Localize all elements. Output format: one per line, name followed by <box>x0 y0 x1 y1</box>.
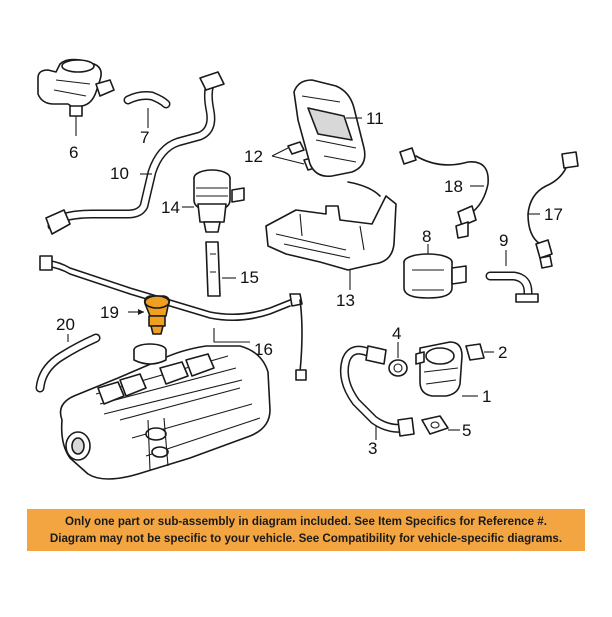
callout-7: 7 <box>140 128 149 147</box>
part-3-egr-tube <box>339 345 415 440</box>
part-2-gasket <box>465 343 494 361</box>
callout-18: 18 <box>444 177 463 196</box>
callout-14: 14 <box>161 198 180 217</box>
callout-15: 15 <box>240 268 259 287</box>
part-17-o2-sensor <box>527 151 579 269</box>
part-9-elbow-hose <box>485 250 539 303</box>
disclaimer-line-2: Diagram may not be specific to your vehi… <box>49 532 563 545</box>
disclaimer-line-1: Only one part or sub-assembly in diagram… <box>65 515 547 528</box>
callout-17: 17 <box>544 205 563 224</box>
callout-20: 20 <box>56 315 75 334</box>
callout-9: 9 <box>499 231 508 250</box>
part-5-gasket <box>421 415 460 435</box>
part-10-vapor-hose <box>45 71 225 235</box>
part-8-canister <box>403 244 467 299</box>
part-15-bracket <box>205 241 236 297</box>
disclaimer-banner: Only one part or sub-assembly in diagram… <box>27 509 585 551</box>
part-6-purge-valve <box>37 58 115 136</box>
part-20-hose <box>35 333 101 393</box>
callout-8: 8 <box>422 227 431 246</box>
intake-manifold <box>59 343 271 480</box>
callout-2: 2 <box>498 343 507 362</box>
callout-6: 6 <box>69 143 78 162</box>
callout-16: 16 <box>254 340 273 359</box>
callout-3: 3 <box>368 439 377 458</box>
callout-13: 13 <box>336 291 355 310</box>
part-4-gasket <box>388 342 408 377</box>
callout-1: 1 <box>482 387 491 406</box>
part-18-o2-sensor <box>399 147 489 239</box>
part-16-vacuum-line <box>39 255 307 381</box>
part-19-pcv-valve <box>128 295 171 335</box>
callout-19: 19 <box>100 303 119 322</box>
part-14-solenoid <box>182 169 245 233</box>
callout-5: 5 <box>462 421 471 440</box>
part-1-egr-valve <box>415 341 478 397</box>
callout-12: 12 <box>244 147 263 166</box>
callout-11: 11 <box>366 109 384 128</box>
part-11-module <box>293 79 366 178</box>
part-13-bracket <box>265 181 397 290</box>
callout-4: 4 <box>392 324 401 343</box>
callout-10: 10 <box>110 164 129 183</box>
part-7-hose <box>123 91 171 128</box>
